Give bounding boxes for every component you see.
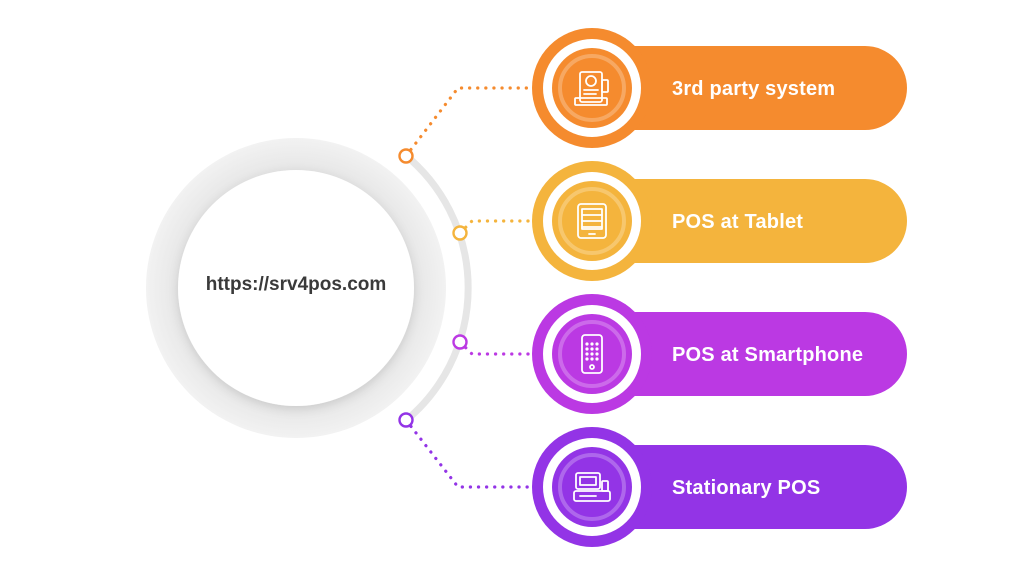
item-pill-pos-at-smartphone[interactable] (532, 294, 907, 414)
item-pill-stationary-pos[interactable] (532, 427, 907, 547)
connector-pos-at-tablet (452, 219, 534, 241)
connector-3rd-party-system (398, 86, 534, 164)
item-label-stationary-pos[interactable]: Stationary POS (672, 477, 821, 499)
receipt-printer-icon (574, 71, 609, 106)
item-label-pos-at-smartphone[interactable]: POS at Smartphone (672, 344, 864, 366)
connector-node-pos-at-tablet (452, 225, 468, 241)
connector-stationary-pos (398, 412, 534, 489)
item-pill-3rd-party-system[interactable] (532, 28, 907, 148)
connector-node-3rd-party-system (398, 148, 414, 164)
item-label-3rd-party-system[interactable]: 3rd party system (672, 78, 836, 100)
connector-pos-at-smartphone (452, 334, 534, 356)
hub-connector-arc (400, 150, 472, 426)
smartphone-icon (581, 334, 603, 374)
hub-inner-circle (178, 170, 414, 406)
connector-node-stationary-pos (398, 412, 414, 428)
hub-label[interactable]: https://srv4pos.com (205, 274, 387, 295)
pos-terminal-icon (573, 472, 611, 502)
tablet-icon (577, 203, 607, 239)
item-pill-pos-at-tablet[interactable] (532, 161, 907, 281)
item-label-pos-at-tablet[interactable]: POS at Tablet (672, 211, 804, 233)
connector-node-pos-at-smartphone (452, 334, 468, 350)
